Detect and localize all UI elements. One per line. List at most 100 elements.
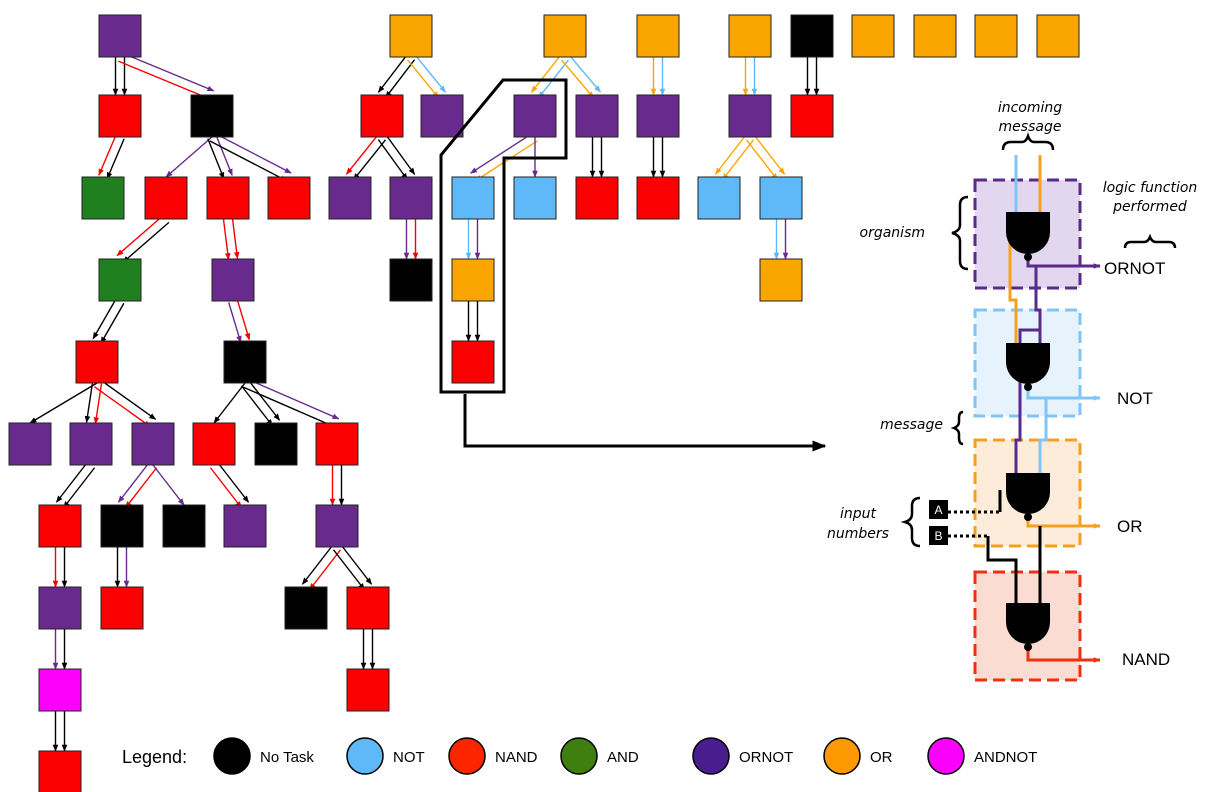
lineage-edge	[242, 386, 336, 428]
organism-node-or	[1036, 14, 1080, 58]
lineage-edge	[117, 461, 150, 503]
nand-gate-2	[1006, 343, 1050, 391]
lineage-edge	[63, 467, 96, 509]
lineage-edge	[165, 136, 213, 178]
lineage-edge	[469, 132, 533, 174]
lineage-edge	[722, 139, 755, 181]
lineage-edge	[84, 382, 94, 424]
organism-node-or	[851, 14, 895, 58]
organism-node-no-task	[100, 504, 144, 548]
legend-label: No Task	[260, 749, 314, 766]
legend-label: ORNOT	[739, 749, 793, 766]
organism-node-andnot	[38, 668, 82, 712]
nand-gate-1	[1006, 212, 1050, 261]
organism-node-no-task	[790, 14, 834, 58]
input-a-box	[929, 500, 948, 519]
output-arrows	[1078, 263, 1101, 663]
organism-node-ornot	[223, 504, 267, 548]
organism-node-ornot	[8, 422, 52, 466]
organism-node-not	[451, 176, 495, 220]
zoom-arrow	[463, 394, 827, 452]
lineage-edge	[377, 139, 408, 181]
organism-node-nand	[636, 176, 680, 220]
organism-node-nand	[192, 422, 236, 466]
lineage-edge	[121, 52, 215, 92]
organism-node-ornot	[328, 176, 372, 220]
organism-node-ornot	[636, 94, 680, 138]
lineage-edge	[340, 543, 373, 585]
lineage-edge	[413, 53, 447, 93]
organism-node-not	[513, 176, 557, 220]
lineage-edge	[240, 385, 273, 427]
lineage-edge	[98, 134, 117, 176]
lineage-edge	[301, 543, 334, 585]
lineage-edge	[93, 386, 151, 428]
nand-gate-4	[1006, 603, 1050, 651]
legend-label: NOT	[393, 749, 425, 766]
legend-label: OR	[870, 749, 893, 766]
organism-node-nand	[75, 340, 119, 384]
organism-node-no-task	[254, 422, 298, 466]
message-label: message	[880, 417, 943, 433]
legend-swatch-ornot	[692, 737, 730, 775]
lineage-edge	[92, 298, 117, 340]
lineage-edge	[714, 133, 747, 175]
legend-swatch-andnot	[927, 737, 965, 775]
lineage-edge	[385, 59, 416, 99]
output-label-not: NOT	[1117, 389, 1153, 408]
lineage-edge	[309, 549, 342, 591]
organism-node-no-task	[223, 340, 267, 384]
organism-node-nand	[100, 586, 144, 630]
lineage-edge	[125, 467, 158, 509]
organism-node-ornot	[98, 14, 142, 58]
input-a-label: A	[934, 503, 942, 517]
organism-node-ornot	[211, 258, 255, 302]
lineage-edge	[209, 140, 288, 182]
lineage-edge	[385, 133, 416, 175]
lineage-edge	[222, 219, 231, 261]
lineage-edge	[530, 53, 563, 93]
organism-node-ornot	[315, 504, 359, 548]
organism-label: organism	[860, 225, 925, 241]
lineage-nodes	[8, 14, 1080, 792]
lineage-edge	[246, 378, 340, 420]
organism-node-no-task	[190, 94, 234, 138]
lineage-edge	[118, 60, 211, 100]
lineage-edge	[352, 139, 387, 181]
output-label-nand: NAND	[1122, 650, 1170, 669]
lineage-edge	[567, 53, 601, 93]
lineage-edge	[231, 218, 240, 260]
organism-node-nand	[346, 668, 390, 712]
organism-node-no-task	[162, 504, 206, 548]
organism-node-ornot	[575, 94, 619, 138]
organism-node-and	[98, 258, 142, 302]
organism-node-no-task	[284, 586, 328, 630]
legend-swatch-nand	[448, 737, 486, 775]
organism-box-or	[973, 438, 1082, 548]
organism-node-ornot	[131, 422, 175, 466]
lineage-edge	[116, 215, 164, 257]
organism-node-nand	[575, 176, 619, 220]
legend-swatch-not	[346, 737, 384, 775]
organism-node-ornot	[38, 586, 82, 630]
lineage-edge	[106, 138, 125, 180]
lineage-edge	[406, 59, 440, 99]
legend-swatch-and	[560, 737, 598, 775]
lineage-edge	[100, 302, 125, 344]
organism-node-and	[81, 176, 125, 220]
lineage-edge	[29, 382, 98, 424]
organism-node-nand	[790, 94, 834, 138]
organism-node-not	[759, 176, 803, 220]
organism-node-nand	[360, 94, 404, 138]
lineage-edge	[236, 299, 251, 341]
organism-node-or	[728, 14, 772, 58]
lineage-edge	[209, 467, 242, 509]
legend-label: NAND	[495, 749, 538, 766]
organism-node-or	[759, 258, 803, 302]
organism-node-nand	[267, 176, 311, 220]
lineage-highlight-outline	[439, 78, 568, 394]
